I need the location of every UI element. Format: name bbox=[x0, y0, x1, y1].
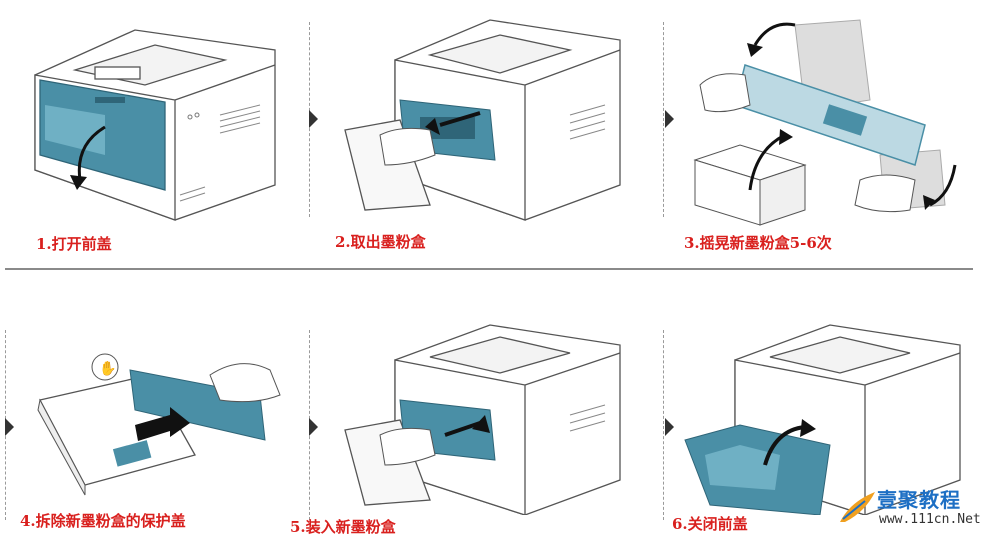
divider-vertical bbox=[663, 22, 664, 217]
step-arrow-icon bbox=[665, 418, 674, 436]
step-5-illustration bbox=[340, 315, 640, 550]
watermark-url: www.111cn.Net bbox=[879, 512, 981, 527]
step-4-caption: 4.拆除新墨粉盒的保护盖 bbox=[20, 512, 186, 530]
step-6-illustration bbox=[680, 315, 980, 550]
site-watermark: 壹聚教程 www.111cn.Net bbox=[835, 482, 985, 537]
step-2-caption: 2.取出墨粉盒 bbox=[335, 233, 426, 251]
step-4-illustration: ✋ bbox=[20, 315, 320, 550]
step-arrow-icon bbox=[309, 418, 318, 436]
step-3-caption: 3.摇晃新墨粉盒5-6次 bbox=[684, 234, 832, 252]
section-divider bbox=[5, 268, 973, 270]
step-arrow-icon bbox=[665, 110, 674, 128]
step-6-caption: 6.关闭前盖 bbox=[672, 515, 748, 533]
step-3-illustration bbox=[685, 5, 985, 240]
watermark-title: 壹聚教程 bbox=[877, 488, 961, 512]
step-1-illustration bbox=[25, 5, 325, 240]
svg-text:✋: ✋ bbox=[99, 360, 116, 377]
divider-vertical bbox=[663, 330, 664, 520]
step-arrow-icon bbox=[309, 110, 318, 128]
step-2-illustration bbox=[340, 5, 640, 240]
step-arrow-icon bbox=[5, 418, 14, 436]
step-1-caption: 1.打开前盖 bbox=[36, 235, 112, 253]
quill-logo-icon bbox=[840, 492, 875, 522]
step-5-caption: 5.装入新墨粉盒 bbox=[290, 518, 396, 536]
